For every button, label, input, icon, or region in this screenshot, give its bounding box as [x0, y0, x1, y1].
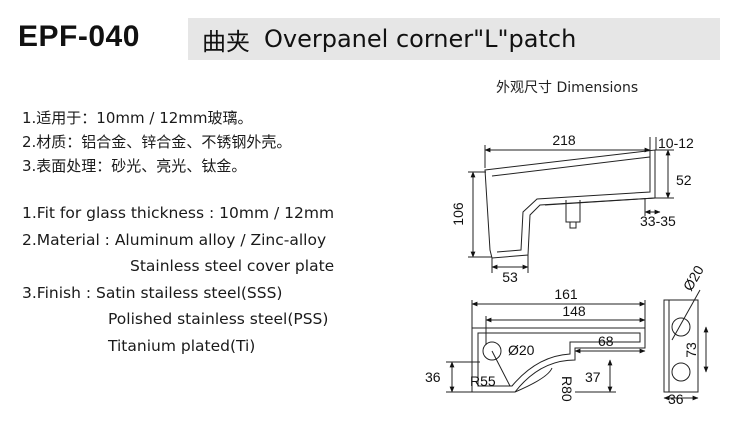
side-view-outline	[484, 149, 656, 259]
side-dim-width-label: 218	[552, 132, 576, 148]
end-dim-hole-label: Ø20	[680, 262, 707, 293]
side-dim-bottom-label: 53	[502, 269, 518, 285]
spec-en-material-cover: Stainless steel cover plate	[130, 257, 335, 275]
specs-chinese: 1.适用于：10mm / 12mm玻璃。 2.材质：铝合金、锌合金、不锈钢外壳。…	[22, 106, 291, 178]
side-view-screw	[565, 200, 581, 229]
top-dim-hole-label: Ø20	[508, 342, 535, 358]
end-view-hole-bottom	[671, 362, 691, 382]
top-dim-left-height-label: 36	[425, 369, 441, 385]
end-dim-width-label: 36	[668, 391, 684, 407]
side-dim-thickness-label: 10-12	[658, 135, 694, 151]
top-view-inner-outline	[477, 332, 641, 387]
spec-cn-finish: 3.表面处理：砂光、亮光、钛金。	[22, 157, 247, 175]
spec-en-finish-ti: Titanium plated(Ti)	[108, 336, 256, 355]
side-view-inner-edge	[491, 156, 651, 253]
end-dim-height-label: 73	[683, 342, 699, 358]
title-english: Overpanel corner"L"patch	[264, 25, 577, 53]
spec-cn-material: 2.材质：铝合金、锌合金、不锈钢外壳。	[22, 133, 292, 151]
spec-en-finish-pss: Polished stainless steel(PSS)	[108, 310, 329, 328]
title-bar: 曲夹 Overpanel corner"L"patch	[188, 18, 720, 60]
spec-en-fit: 1.Fit for glass thickness : 10mm / 12mm	[22, 204, 335, 222]
spec-en-material: 2.Material : Aluminum alloy / Zinc-alloy	[22, 230, 327, 249]
top-view-drawing	[446, 300, 646, 393]
side-dim-gap-label: 33-35	[640, 213, 676, 229]
model-code: EPF-040	[18, 20, 140, 53]
top-dim-radius-large-label: R80	[559, 376, 575, 402]
side-dim-height-label: 106	[450, 202, 466, 226]
side-dim-right-height-label: 52	[676, 172, 692, 188]
spec-cn-fit: 1.适用于：10mm / 12mm玻璃。	[22, 109, 253, 127]
end-view-hole-top	[671, 317, 691, 337]
dimensions-heading: 外观尺寸 Dimensions	[496, 80, 639, 96]
top-dim-radius-small-label: R55	[470, 373, 496, 389]
top-view-outline	[471, 327, 646, 393]
side-view-drawing	[468, 137, 674, 273]
specs-english: 1.Fit for glass thickness : 10mm / 12mm …	[22, 200, 334, 359]
end-dim-hole-leader	[671, 289, 701, 341]
top-dim-radius-leader	[491, 350, 511, 387]
end-view-drawing	[663, 289, 709, 401]
end-view-outline	[663, 299, 699, 393]
top-dim-slot-height-label: 37	[585, 369, 601, 385]
top-dim-inner-label: 148	[562, 303, 586, 319]
side-view-glass-line	[544, 197, 656, 206]
top-view-hole	[482, 341, 502, 361]
title-chinese: 曲夹	[202, 27, 250, 56]
top-dim-total-label: 161	[554, 286, 578, 302]
top-view-arc-large	[514, 367, 553, 393]
spec-en-finish: 3.Finish : Satin stailess steel(SSS)	[22, 283, 283, 302]
top-dim-slot-label: 68	[598, 333, 614, 349]
